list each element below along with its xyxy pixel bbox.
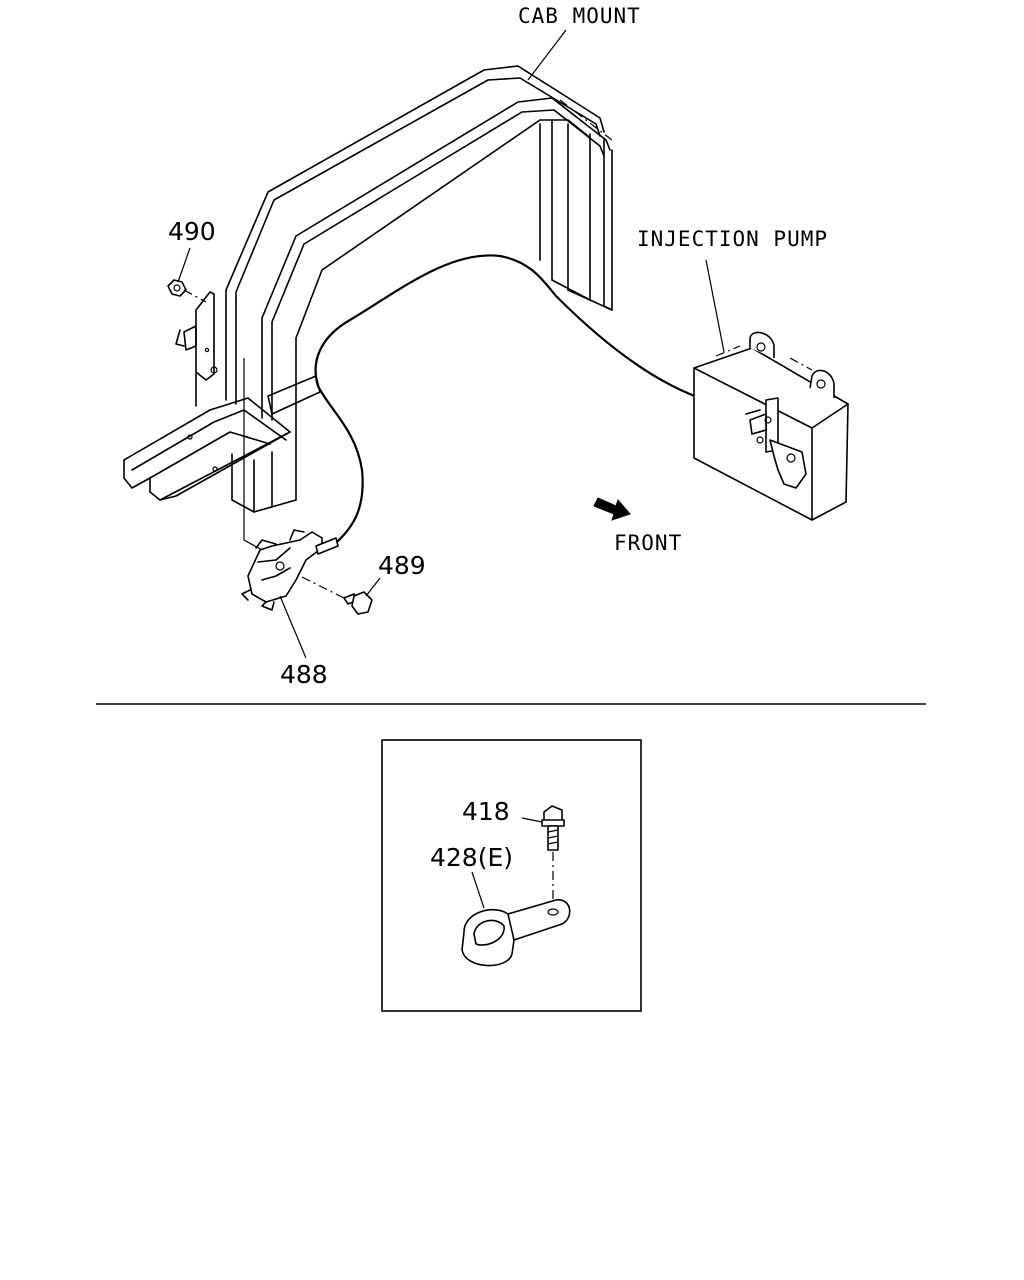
leader-418 [521,817,543,823]
cab-mount-frame [123,65,613,513]
leader-injection-pump [705,259,725,353]
part-number-428: 428(E) [430,843,513,872]
cab-mount-label: CAB MOUNT [518,4,641,28]
injection-pump [693,331,849,521]
part-number-489: 489 [378,551,426,580]
part-number-488: 488 [280,660,328,689]
leader-cab-mount [527,29,567,81]
bolt-418 [541,805,565,904]
front-label: FRONT [614,531,682,555]
bracket-488 [241,529,339,611]
clip-428 [461,899,571,967]
throttle-cable [314,254,749,549]
detail-box [381,739,642,1012]
part-number-418: 418 [462,797,510,826]
leader-489 [365,577,381,597]
leader-428 [471,871,485,909]
front-arrow-icon [593,497,631,521]
injection-pump-label: INJECTION PUMP [637,227,828,251]
bolt-489 [299,575,373,615]
leader-488 [279,595,307,659]
leader-490 [177,247,191,283]
nut-490 [167,279,207,303]
part-number-490: 490 [168,217,216,246]
